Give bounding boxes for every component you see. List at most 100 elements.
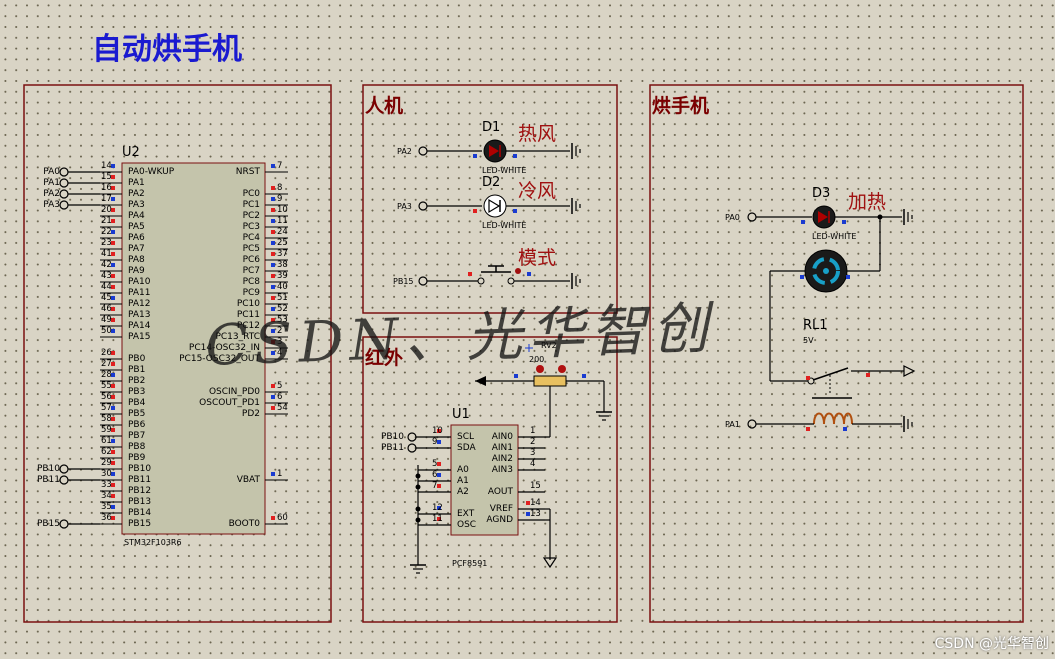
adc-pin-name: SCL xyxy=(457,432,475,442)
mcu-pin-number: 54 xyxy=(277,403,288,413)
mcu-pin-name: PB0 xyxy=(128,354,146,364)
adc-pin-number: 10 xyxy=(432,426,443,436)
relay-net: PA1 xyxy=(725,420,740,429)
adc-pin-name: AIN2 xyxy=(491,454,513,464)
mcu-net-label: PA0 xyxy=(43,167,60,177)
mcu-pin-number: 14 xyxy=(101,161,112,171)
mcu-pin-name: PB13 xyxy=(128,497,152,507)
adc-pin-name: A0 xyxy=(457,465,469,475)
mcu-pin-name: PC13_RTC xyxy=(215,332,260,342)
mcu-pin-number: 46 xyxy=(101,304,112,314)
button-net: PB15 xyxy=(393,277,414,286)
mcu-pin-name: PB5 xyxy=(128,409,146,419)
d1-function-label: 热风 xyxy=(518,123,557,145)
mcu-pin-number: 37 xyxy=(277,249,288,259)
mcu-pin-name: PA2 xyxy=(128,189,145,199)
d2-led[interactable] xyxy=(418,194,581,218)
d1-type: LED-WHITE xyxy=(482,166,527,175)
mcu-pin-name: PB10 xyxy=(128,464,152,474)
mcu-pin-number: 51 xyxy=(277,293,288,303)
mcu-pin-number: 16 xyxy=(101,183,112,193)
mcu-pin-number: 34 xyxy=(101,491,112,501)
mcu-pin-number: 60 xyxy=(277,513,288,523)
mcu-net-lines xyxy=(59,167,100,529)
section-human-label: 人机 xyxy=(365,95,404,117)
mcu-pin-number: 61 xyxy=(101,436,112,446)
adc-part: PCF8591 xyxy=(452,559,488,568)
mcu-body[interactable] xyxy=(121,162,266,535)
mcu-pin-number: 25 xyxy=(277,238,288,248)
mcu-pin-number: 2 xyxy=(277,326,283,336)
mcu-pin-name: PA4 xyxy=(128,211,145,221)
mcu-pin-name: OSCOUT_PD1 xyxy=(199,398,260,408)
adc-pin-number: 3 xyxy=(530,448,536,458)
adc-pin-number: 15 xyxy=(530,481,541,491)
mcu-net-label: PA2 xyxy=(43,189,60,199)
mcu-pin-name: PB8 xyxy=(128,442,146,452)
adc-pin-name: A1 xyxy=(457,476,469,486)
adc-pin-name: AOUT xyxy=(487,487,513,497)
mcu-pin-name: PB15 xyxy=(128,519,152,529)
adc-pin-number: 7 xyxy=(432,481,438,491)
d3-led[interactable] xyxy=(747,205,913,229)
mcu-pin-name: PC3 xyxy=(242,222,260,232)
mcu-pin-number: 41 xyxy=(101,249,112,259)
adc-pin-number: 5 xyxy=(432,459,438,469)
mcu-pin-number: 53 xyxy=(277,315,288,325)
mcu-frame xyxy=(23,84,332,623)
d2-type: LED-WHITE xyxy=(482,221,527,230)
mcu-pin-number: 43 xyxy=(101,271,112,281)
mcu-pin-number: 62 xyxy=(101,447,112,457)
mcu-pin-name: OSCIN_PD0 xyxy=(208,387,260,397)
d2-ref: D2 xyxy=(482,175,501,190)
mcu-pin-number: 33 xyxy=(101,480,112,490)
d3-ref: D3 xyxy=(812,186,831,201)
fan-motor[interactable] xyxy=(769,214,883,382)
mcu-pin-number: 39 xyxy=(277,271,288,281)
d2-net: PA3 xyxy=(397,202,412,211)
mcu-pin-name: PB1 xyxy=(128,365,146,375)
d3-type: LED-WHITE xyxy=(812,232,857,241)
mcu-pin-name: PB6 xyxy=(128,420,146,430)
relay-rl1[interactable] xyxy=(747,365,916,432)
mcu-pin-number: 22 xyxy=(101,227,112,237)
mcu-pin-name: PA8 xyxy=(128,255,145,265)
mcu-pin-name: PA14 xyxy=(128,321,151,331)
mcu-pin-name: PC6 xyxy=(242,255,260,265)
mcu-pin-number: 24 xyxy=(277,227,288,237)
mcu-pin-number: 21 xyxy=(101,216,112,226)
adc-pin-name: EXT xyxy=(457,509,475,519)
adc-pin-number: 14 xyxy=(530,498,541,508)
d3-function-label: 加热 xyxy=(848,191,887,213)
mcu-pin-name: PC15-OSC32_OUT xyxy=(179,354,260,364)
mcu-net-label: PA3 xyxy=(43,200,60,210)
mcu-pin-name: PA9 xyxy=(128,266,145,276)
mcu-pin-name: PC0 xyxy=(242,189,260,199)
d1-ref: D1 xyxy=(482,120,501,135)
adc-pin-name: AIN0 xyxy=(491,432,513,442)
mcu-part: STM32F103R6 xyxy=(124,538,182,547)
mcu-pin-name: PA0-WKUP xyxy=(128,167,175,177)
mcu-pin-number: 49 xyxy=(101,315,112,325)
mode-button[interactable] xyxy=(418,265,581,289)
mcu-net-label: PB11 xyxy=(36,475,60,485)
infrared-frame xyxy=(362,336,618,623)
adc-pin-lines xyxy=(416,429,550,526)
mcu-pin-name: PB12 xyxy=(128,486,152,496)
mcu-pin-name: PA10 xyxy=(128,277,151,287)
mcu-net-label: PB15 xyxy=(36,519,60,529)
adc-body[interactable] xyxy=(450,424,519,536)
section-dryer-label: 烘手机 xyxy=(652,95,710,117)
mcu-pin-name: PC1 xyxy=(242,200,260,210)
mcu-pin-name: PC8 xyxy=(242,277,260,287)
mcu-pin-name: PA1 xyxy=(128,178,145,188)
adc-net-label: PB10 xyxy=(380,432,404,442)
mcu-ref: U2 xyxy=(122,145,140,160)
mcu-pin-number: 50 xyxy=(101,326,112,336)
mcu-pin-number: 4 xyxy=(277,348,283,358)
d1-led[interactable] xyxy=(418,139,581,163)
human-frame xyxy=(362,84,618,314)
rv2-potentiometer[interactable] xyxy=(475,344,612,437)
mcu-net-label: PB10 xyxy=(36,464,60,474)
